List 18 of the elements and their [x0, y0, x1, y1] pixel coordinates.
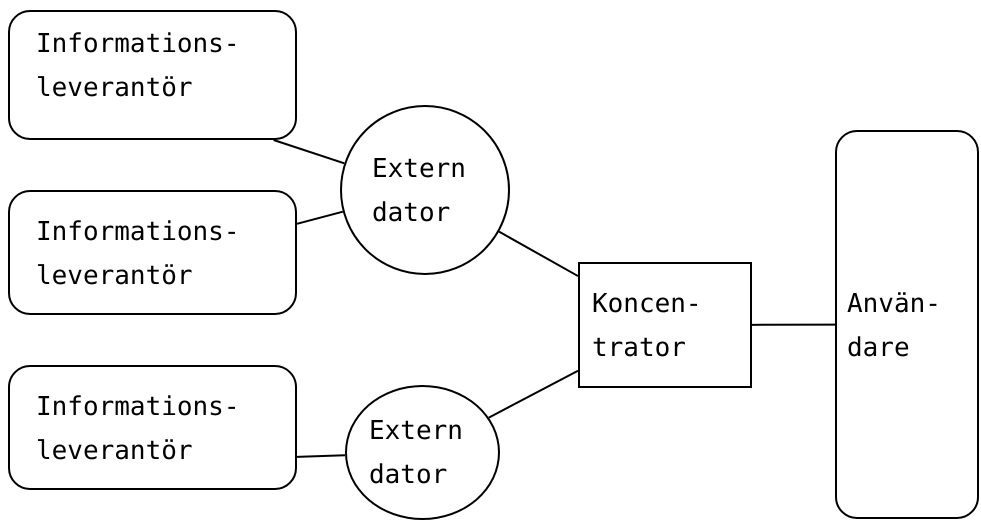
rounded-box — [8, 10, 297, 140]
node-label: Informations- leverantör — [36, 28, 240, 105]
node-label: Extern dator — [369, 415, 464, 492]
process-box — [578, 262, 752, 388]
node-label: Koncen- trator — [592, 288, 703, 365]
connector-line — [752, 324, 835, 326]
rounded-box — [8, 190, 297, 315]
rounded-box — [835, 130, 979, 519]
connector-line — [273, 139, 345, 164]
node-label: Informations- leverantör — [36, 391, 240, 468]
node-label: Använ- dare — [847, 288, 942, 365]
node-label: Informations- leverantör — [36, 216, 240, 293]
node-label: Extern dator — [372, 153, 467, 230]
connector-line — [488, 370, 578, 418]
connector-line — [498, 230, 578, 277]
rounded-box — [8, 365, 297, 490]
connector-line — [296, 210, 344, 225]
connector-line — [296, 454, 346, 458]
